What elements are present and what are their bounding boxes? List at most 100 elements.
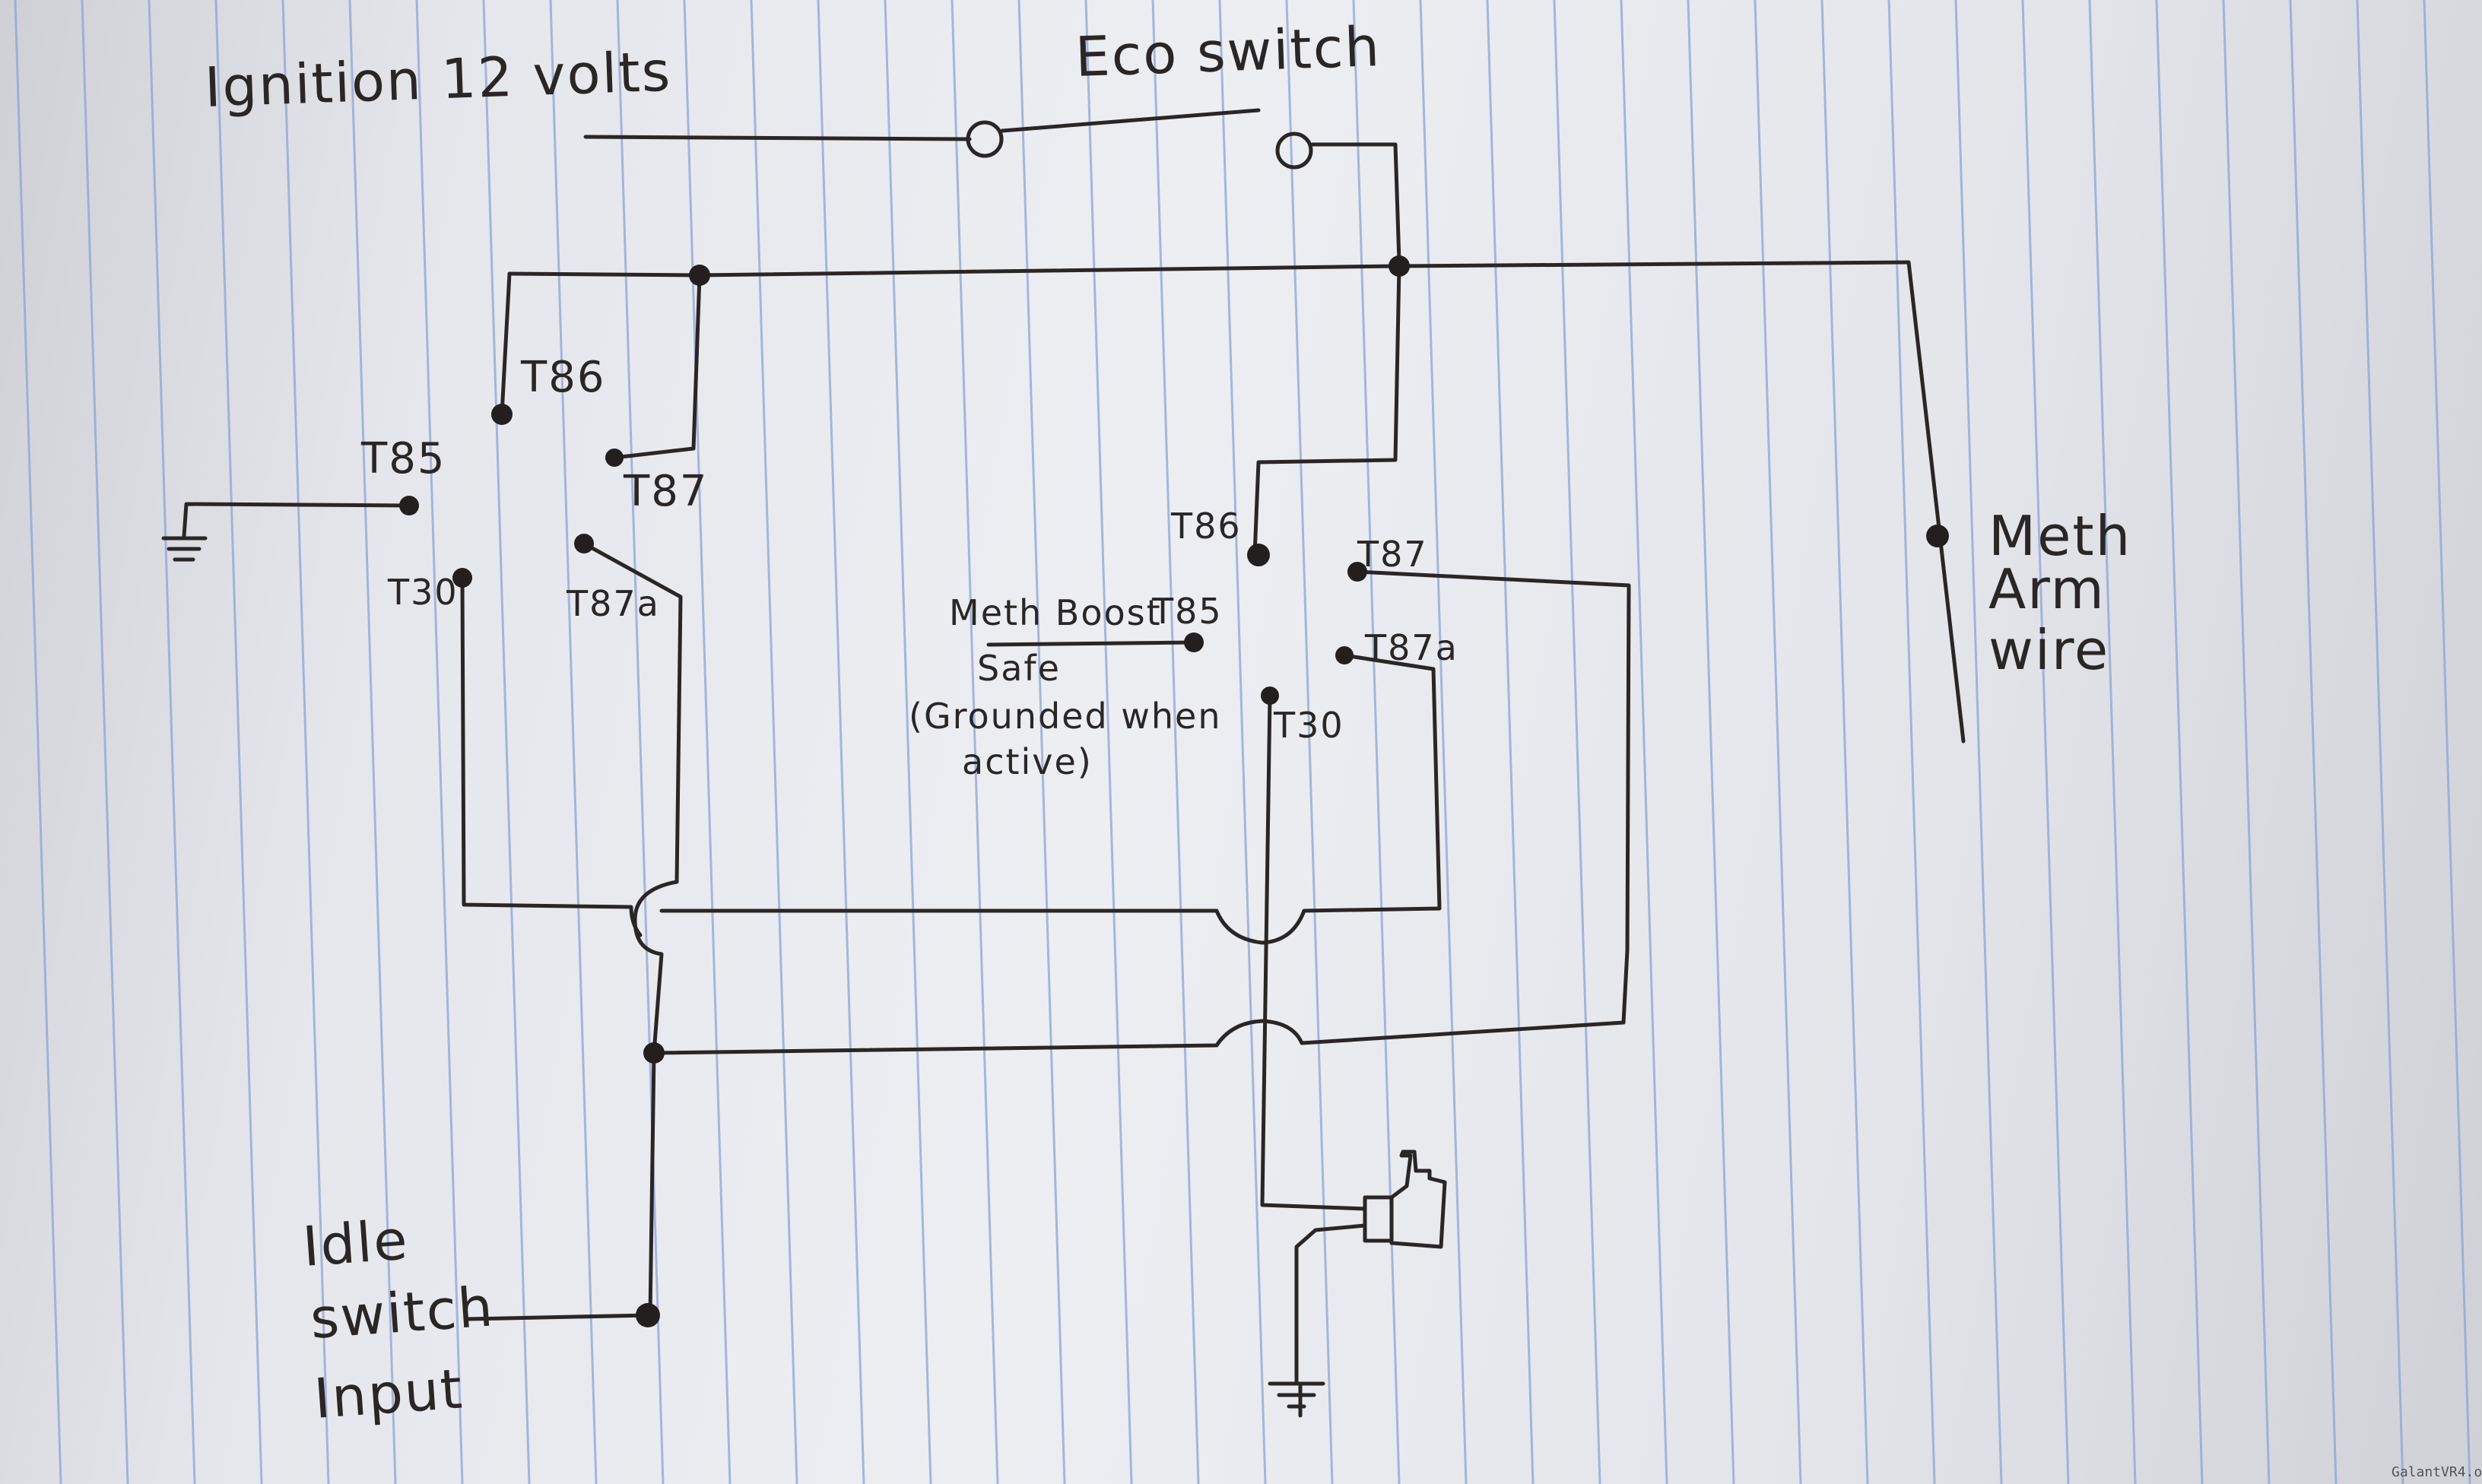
relay2-t85-terminal	[1184, 633, 1204, 652]
paper-rule-line	[1419, 0, 1468, 1484]
watermark: GalantVR4.org	[2392, 1464, 2482, 1480]
paper-rule-line	[750, 0, 798, 1484]
meth-boost-label-1: Meth Boost	[949, 592, 1162, 633]
paper-rule-line	[1084, 0, 1133, 1484]
meth-arm-junction	[1926, 525, 1949, 547]
paper-rule-line	[1486, 0, 1535, 1484]
boost-switch-body	[1363, 1149, 1447, 1249]
relay2-t87a-label: T87a	[1364, 627, 1458, 668]
paper-rule-line	[1218, 0, 1267, 1484]
idle-label-3: Input	[312, 1356, 465, 1430]
wires	[161, 108, 1966, 1418]
terminal-dots	[399, 255, 1949, 1327]
paper-rule-line	[884, 0, 932, 1484]
meth-arm-label-3: wire	[1988, 618, 2109, 682]
paper-rule-line	[2155, 0, 2204, 1484]
idle-switch-input-wire	[465, 1313, 652, 1321]
paper-rule-line	[1887, 0, 1936, 1484]
paper-rule-line	[1820, 0, 1869, 1484]
eco-switch-terminal-left	[966, 120, 1004, 158]
meth-arm-wire	[1906, 260, 1966, 744]
labels: Ignition 12 volts Eco switch T86 T85 T87…	[204, 14, 2482, 1480]
relay2-t87-terminal	[1347, 562, 1367, 582]
relay1-t30-terminal	[452, 568, 472, 588]
paper-rule-line	[2222, 0, 2271, 1484]
relay1-t87a-label: T87a	[566, 583, 660, 624]
paper-rule-line	[14, 0, 62, 1484]
relay1-t86-feed	[500, 271, 512, 417]
eco-switch-out	[1310, 142, 1401, 265]
relay1-t87-terminal	[605, 449, 624, 467]
relay2-t30-label: T30	[1273, 705, 1344, 746]
paper-rule-line	[2289, 0, 2338, 1484]
relay2-t86-terminal	[1247, 544, 1270, 566]
idle-input-junction	[636, 1303, 660, 1327]
relay1-t87-feed	[612, 273, 702, 460]
junction-top-left	[689, 265, 710, 286]
paper-rule-line	[1017, 0, 1066, 1484]
paper-rule-line	[81, 0, 129, 1484]
relay2-t30-wire	[1260, 693, 1367, 1211]
ground-symbol-left	[161, 536, 208, 562]
relay1-t85-label: T85	[360, 434, 446, 484]
paper-rule-line	[281, 0, 330, 1484]
relay2-t86-feed	[1252, 264, 1401, 557]
ignition-label: Ignition 12 volts	[204, 40, 673, 119]
relay1-t86-label: T86	[520, 353, 605, 402]
eco-switch-terminal-right	[1275, 132, 1313, 170]
paper-rule-line	[951, 0, 999, 1484]
idle-bus-junction	[643, 1042, 665, 1064]
paper-rule-line	[1553, 0, 1601, 1484]
junction-top-right	[1389, 255, 1410, 277]
paper-rule-line	[683, 0, 732, 1484]
paper-rule-line	[549, 0, 598, 1484]
meth-boost-label-2: Safe	[977, 648, 1061, 689]
eco-switch-lever	[1000, 108, 1261, 133]
idle-label-2: switch	[308, 1274, 496, 1351]
eco-switch-label: Eco switch	[1074, 14, 1382, 89]
relay1-t85-terminal	[399, 496, 419, 515]
meth-boost-label-4: active)	[962, 741, 1093, 782]
paper-rule-line	[482, 0, 531, 1484]
meth-arm-label-1: Meth	[1988, 504, 2131, 568]
ground-symbol-bottom	[1268, 1381, 1325, 1418]
relay1-t86-terminal	[491, 404, 513, 425]
paper-rule-line	[214, 0, 263, 1484]
paper-rule-line	[2423, 0, 2471, 1484]
relay1-t85-ground-wire	[182, 502, 411, 538]
paper-rule-line	[148, 0, 196, 1484]
relay1-t87a-wire	[582, 541, 683, 1318]
relay2-t87-label: T87	[1357, 534, 1428, 575]
paper-rule-line	[616, 0, 665, 1484]
paper-rule-line	[348, 0, 397, 1484]
paper-rule-line	[1687, 0, 1735, 1484]
ignition-wire	[583, 135, 972, 141]
meth-arm-label-2: Arm	[1988, 557, 2106, 621]
paper-rule-line	[2356, 0, 2404, 1484]
relay1-t87a-terminal	[574, 534, 594, 553]
paper-rule-line	[1954, 0, 2003, 1484]
meth-boost-label-3: (Grounded when	[909, 696, 1222, 737]
paper-rule-lines	[14, 0, 2471, 1484]
relay2-t87a-terminal	[1335, 646, 1354, 664]
paper-rule-line	[1285, 0, 1334, 1484]
meth-boost-safe-wire	[986, 640, 1196, 647]
relay1-t30-label: T30	[387, 572, 459, 613]
paper-rule-line	[415, 0, 464, 1484]
relay2-t30-terminal	[1261, 687, 1279, 705]
idle-label-1: Idle	[300, 1207, 411, 1279]
relay1-t87-label: T87	[623, 467, 708, 516]
boost-switch-ground-wire	[1294, 1223, 1367, 1386]
top-bus	[507, 260, 1911, 277]
paper-rule-line	[2088, 0, 2137, 1484]
relay2-t85-label: T85	[1151, 591, 1223, 632]
paper-rule-line	[817, 0, 865, 1484]
paper-rule-line	[2021, 0, 2070, 1484]
paper-rule-line	[1620, 0, 1668, 1484]
paper-rule-line	[1151, 0, 1200, 1484]
paper-rule-line	[1754, 0, 1802, 1484]
paper-rule-line	[1352, 0, 1401, 1484]
relay2-t86-label: T86	[1170, 506, 1242, 547]
